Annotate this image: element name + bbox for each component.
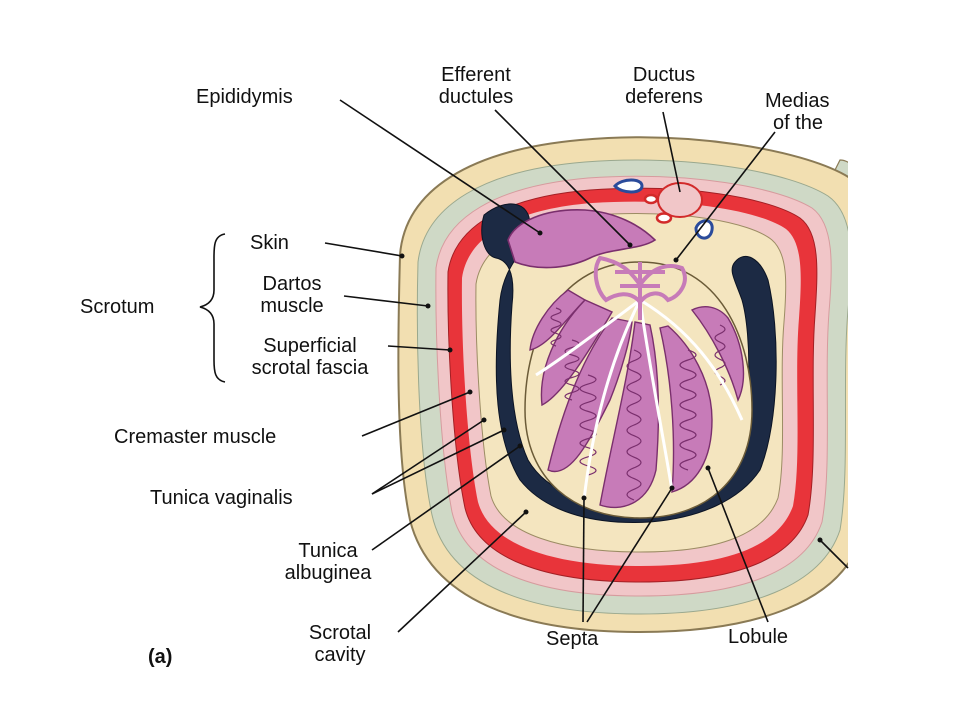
artery-icon <box>643 193 659 205</box>
label-efferent-ductules: Efferent ductules <box>438 64 514 108</box>
leader-vaginalis-a <box>371 419 485 495</box>
leader-skin <box>324 242 403 257</box>
lobule <box>547 317 633 473</box>
label-cremaster-muscle: Cremaster muscle <box>114 426 277 448</box>
label-tunica-albuginea: Tunica albuginea <box>284 540 372 584</box>
septum <box>535 298 641 377</box>
seminiferous-tubule <box>564 339 580 401</box>
seminiferous-tubule <box>679 349 697 471</box>
label-lobule: Lobule <box>728 626 789 648</box>
leader-mediastinum <box>675 131 776 261</box>
leader-efferent <box>494 109 631 246</box>
septum <box>639 298 744 421</box>
leader-dartos <box>343 295 429 307</box>
septum <box>638 299 674 491</box>
leader-septa-b <box>586 487 673 623</box>
leader-fascia <box>387 345 451 351</box>
label-scrotum: Scrotum <box>80 296 155 318</box>
label-skin: Skin <box>250 232 289 254</box>
leader-cavity <box>397 511 527 633</box>
ductus-deferens-vessel <box>657 182 703 218</box>
panel-letter: (a) <box>148 646 173 668</box>
vein-icon <box>613 178 644 194</box>
lobule <box>690 306 745 402</box>
label-mediastinum: Medias of the <box>765 90 830 134</box>
leader-epididymis <box>339 99 541 234</box>
rete-testis <box>593 255 687 320</box>
scrotum-brace <box>199 233 226 383</box>
label-superficial-scrotal-fascia: Superficial scrotal fascia <box>251 335 369 379</box>
leader-septa-a <box>582 497 585 623</box>
spermatic-vessels <box>613 178 714 240</box>
seminiferous-tubule <box>626 349 642 501</box>
label-tunica-vaginalis: Tunica vaginalis <box>150 487 293 509</box>
epididymis-head <box>507 209 657 269</box>
septa-lines <box>535 298 744 501</box>
leader-endpoints <box>399 230 823 543</box>
seminiferous-tubule <box>579 374 597 476</box>
leader-albuginea <box>371 445 521 551</box>
epididymis <box>507 209 687 320</box>
septum <box>582 299 642 501</box>
lobules <box>523 217 745 509</box>
scrotum-illustration <box>397 136 848 634</box>
label-ductus-deferens: Ductus deferens <box>625 64 703 108</box>
leader-ductus <box>662 111 681 193</box>
vein-icon <box>694 219 714 240</box>
label-septa: Septa <box>546 628 599 650</box>
label-epididymis: Epididymis <box>196 86 293 108</box>
leader-vaginalis-b <box>371 429 505 495</box>
label-dartos-muscle: Dartos muscle <box>260 273 324 317</box>
seminiferous-tubule <box>550 307 562 347</box>
artery-icon <box>655 212 673 224</box>
lobule <box>599 321 660 509</box>
lobule <box>540 299 613 407</box>
leader-lobule <box>707 467 769 623</box>
label-scrotal-cavity: Scrotal cavity <box>308 622 372 666</box>
leader-right-edge <box>819 539 849 569</box>
leader-lines <box>199 99 849 633</box>
leader-cremaster <box>361 391 471 437</box>
